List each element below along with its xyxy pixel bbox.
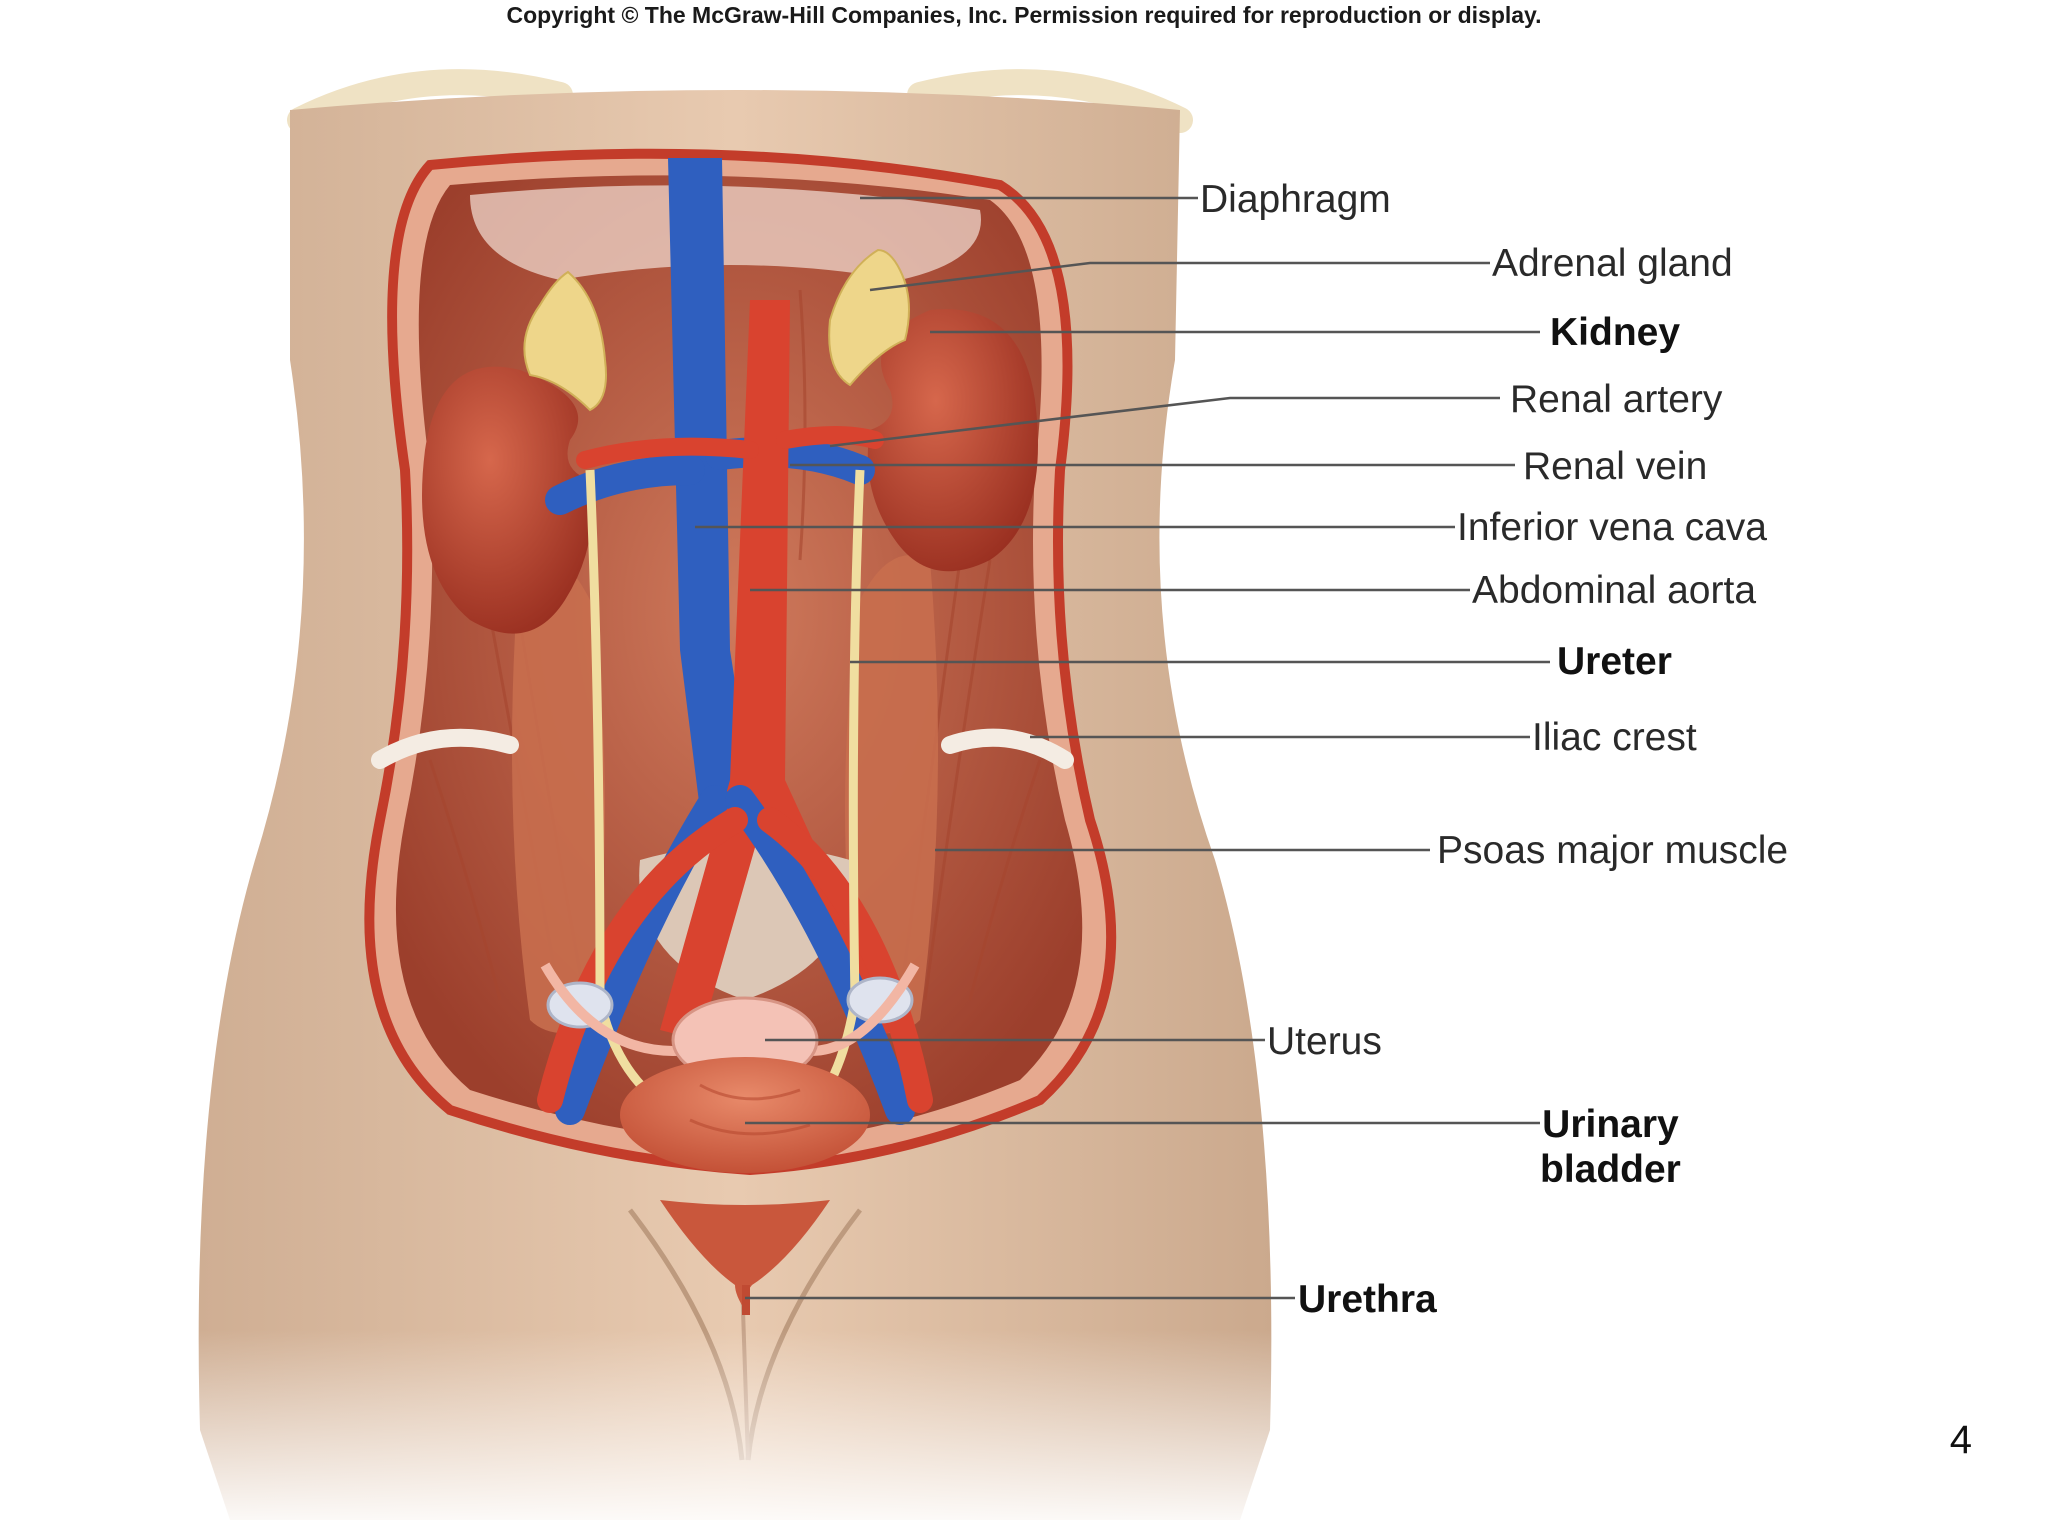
label-uterus: Uterus: [1267, 1020, 1382, 1063]
renal-vein-left: [545, 455, 705, 515]
renal-artery-left: [576, 437, 759, 469]
iliac-crest-left: [371, 728, 519, 769]
label-renal-artery: Renal artery: [1510, 378, 1723, 421]
label-psoas-major-muscle: Psoas major muscle: [1437, 829, 1789, 872]
label-diaphragm: Diaphragm: [1200, 178, 1391, 221]
renal-artery-right: [776, 426, 884, 449]
page-number: 4: [1949, 1418, 1972, 1462]
ureter-left: [585, 469, 692, 1125]
label-adrenal-gland: Adrenal gland: [1492, 242, 1733, 285]
adrenal-gland-left: [523, 270, 607, 412]
abdominal-aorta: [660, 300, 900, 1040]
label-urinary-bladder-line1: Urinary: [1542, 1103, 1679, 1146]
label-iliac-crest: Iliac crest: [1532, 716, 1697, 759]
label-urethra: Urethra: [1298, 1278, 1437, 1321]
label-ureter: Ureter: [1557, 640, 1672, 683]
kidney-left: [422, 366, 593, 634]
kidney-right: [867, 309, 1038, 572]
label-urinary-bladder-line2: bladder: [1540, 1147, 1681, 1191]
psoas-muscle-left: [512, 555, 605, 1034]
label-inferior-vena-cava: Inferior vena cava: [1457, 506, 1768, 549]
label-abdominal-aorta: Abdominal aorta: [1472, 569, 1757, 612]
label-kidney: Kidney: [1550, 311, 1681, 354]
adrenal-gland-right: [828, 248, 910, 387]
leader-lines: [695, 196, 1550, 1300]
urethra: [660, 1200, 830, 1310]
label-urinary-bladder: Urinary bladder: [1540, 1103, 1681, 1193]
label-renal-vein: Renal vein: [1523, 445, 1708, 488]
urinary-bladder: [620, 1057, 870, 1173]
iliac-crest-right: [941, 728, 1074, 769]
copyright-notice: Copyright © The McGraw-Hill Companies, I…: [506, 2, 1542, 28]
inferior-vena-cava: [668, 158, 755, 810]
